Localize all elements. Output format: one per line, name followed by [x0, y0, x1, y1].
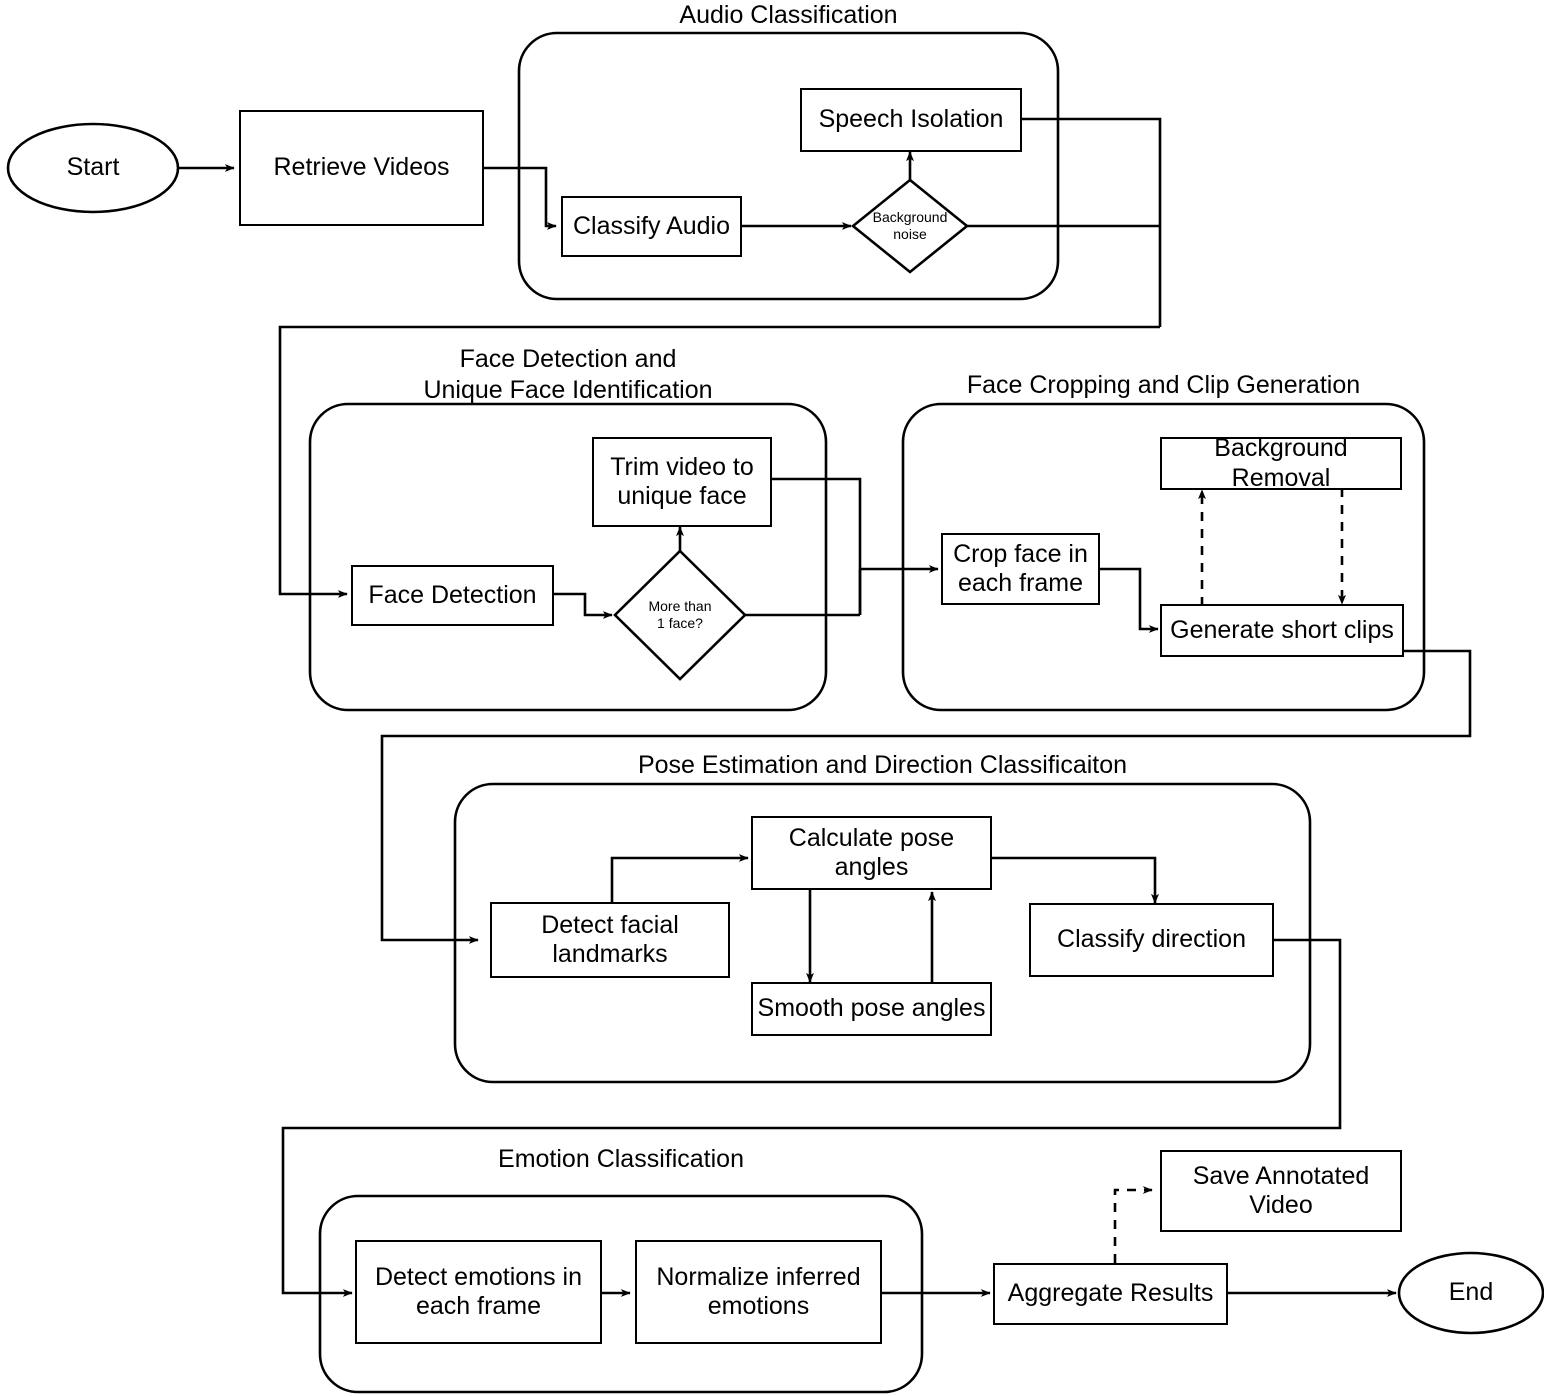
node-speech-isolation[interactable]: Speech Isolation	[800, 88, 1022, 152]
edge-speech-isolation-out	[1022, 117, 1162, 327]
node-background-noise-label[interactable]: Background noise	[872, 209, 948, 242]
edge-clips-to-pose-group	[380, 649, 1472, 944]
end-terminator[interactable]: End	[1448, 1278, 1494, 1307]
group-label-emotion-classification: Emotion Classification	[498, 1145, 744, 1173]
node-classify-audio[interactable]: Classify Audio	[561, 196, 742, 257]
node-smooth-pose-angles[interactable]: Smooth pose angles	[751, 982, 992, 1036]
node-retrieve-videos[interactable]: Retrieve Videos	[239, 110, 484, 226]
edge-face-detection-to-diamond	[554, 592, 613, 619]
node-more-than-1-face-label[interactable]: More than 1 face?	[648, 598, 712, 631]
start-terminator[interactable]: Start	[66, 153, 120, 182]
edge-calc-pose-to-classify-direction	[992, 856, 1159, 904]
node-background-removal[interactable]: Background Removal	[1160, 434, 1402, 492]
node-aggregate-results[interactable]: Aggregate Results	[993, 1263, 1228, 1325]
node-calculate-pose-angles[interactable]: Calculate pose angles	[751, 816, 992, 890]
node-generate-short-clips[interactable]: Generate short clips	[1160, 604, 1404, 657]
edge-aggregate-to-save-dashed	[1113, 1186, 1153, 1263]
node-face-detection[interactable]: Face Detection	[351, 565, 554, 626]
edge-crop-face-to-generate-clips	[1100, 567, 1159, 633]
group-label-face-cropping: Face Cropping and Clip Generation	[966, 371, 1361, 399]
node-save-annotated-video[interactable]: Save Annotated Video	[1160, 1150, 1402, 1232]
edge-retrieve-to-classify-audio	[484, 166, 557, 230]
edge-landmarks-to-calc-pose	[610, 854, 749, 902]
group-label-audio-classification: Audio Classification	[679, 1, 898, 29]
node-detect-emotions[interactable]: Detect emotions in each frame	[355, 1240, 602, 1344]
group-box-audio	[517, 31, 1060, 301]
edge-trim-video-out	[772, 477, 862, 615]
group-label-pose-estimation: Pose Estimation and Direction Classifica…	[637, 751, 1128, 779]
node-detect-facial-landmarks[interactable]: Detect facial landmarks	[490, 902, 730, 978]
node-normalize-emotions[interactable]: Normalize inferred emotions	[635, 1240, 882, 1344]
node-classify-direction[interactable]: Classify direction	[1029, 903, 1274, 977]
group-label-face-detection: Face Detection and Unique Face Identific…	[423, 345, 713, 405]
node-crop-face[interactable]: Crop face in each frame	[941, 533, 1100, 605]
node-trim-video[interactable]: Trim video to unique face	[592, 437, 772, 527]
